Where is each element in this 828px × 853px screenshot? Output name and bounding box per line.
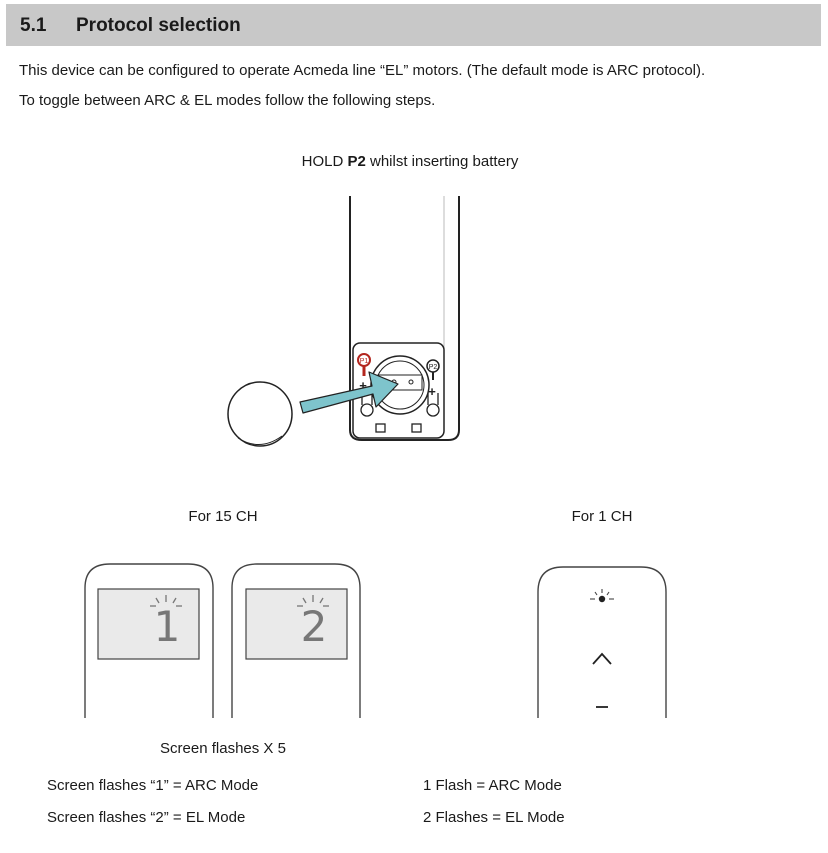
screen-flashes-caption: Screen flashes X 5 — [160, 740, 286, 757]
screen-digit-2: 2 — [301, 602, 328, 651]
mode-1ch-arc: 1 Flash = ARC Mode — [423, 777, 562, 794]
hold-prefix: HOLD — [301, 153, 348, 170]
remote-15ch-2: 2 — [231, 563, 361, 718]
flash-rays-icon — [150, 595, 182, 607]
p1-label: P1 — [360, 358, 369, 365]
hold-instruction: HOLD P2 whilst inserting battery — [302, 153, 519, 170]
hold-suffix: whilst inserting battery — [365, 153, 519, 170]
plus-left: + — [359, 378, 367, 393]
screen-digit-1: 1 — [154, 602, 181, 651]
led-flash-icon — [590, 589, 614, 603]
p2-label: P2 — [429, 364, 438, 371]
plus-right: + — [428, 384, 436, 399]
p1-button: P1 — [357, 353, 371, 376]
p2-button: P2 — [426, 359, 440, 380]
label-1ch: For 1 CH — [571, 508, 633, 525]
coin-battery — [227, 381, 293, 447]
flash-rays-icon — [297, 595, 329, 607]
remote-1ch — [537, 566, 667, 718]
intro-line-2: To toggle between ARC & EL modes follow … — [19, 92, 436, 109]
section-header: 5.1 Protocol selection — [6, 4, 821, 46]
label-15ch: For 15 CH — [188, 508, 258, 525]
mode-15ch-arc: Screen flashes “1” = ARC Mode — [47, 777, 259, 794]
mode-15ch-el: Screen flashes “2” = EL Mode — [47, 809, 246, 826]
remote-15ch-1: 1 — [84, 563, 214, 718]
screen-2 — [245, 588, 348, 660]
hold-button-label: P2 — [347, 153, 366, 170]
insert-arrow-icon — [299, 371, 399, 414]
intro-line-1: This device can be configured to operate… — [19, 62, 706, 79]
section-number: 5.1 — [20, 15, 47, 36]
section-title: Protocol selection — [76, 15, 241, 36]
mode-1ch-el: 2 Flashes = EL Mode — [423, 809, 565, 826]
chevron-up-icon — [592, 652, 612, 665]
screen-1 — [97, 588, 200, 660]
